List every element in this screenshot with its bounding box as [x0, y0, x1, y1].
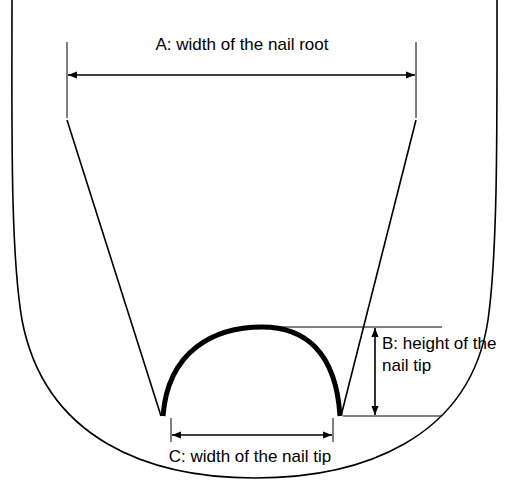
- extension-line: [171, 418, 172, 442]
- extension-line: [343, 416, 442, 417]
- extension-line: [333, 418, 334, 442]
- dimension-arrow: [374, 328, 376, 415]
- finger-outline: [12, 0, 497, 478]
- dimension-label: C: width of the nail tip: [167, 446, 334, 467]
- dimension-arrow: [172, 434, 332, 436]
- dimension-label: A: width of the nail root: [154, 34, 331, 55]
- nail-tip-arc: [163, 327, 340, 416]
- dimension-label: B: height of the nail tip: [380, 333, 502, 377]
- extension-line: [416, 42, 417, 118]
- dimension-arrow: [68, 74, 415, 76]
- extension-line: [67, 42, 68, 118]
- extension-line: [268, 327, 442, 328]
- nail-side-line: [67, 120, 161, 416]
